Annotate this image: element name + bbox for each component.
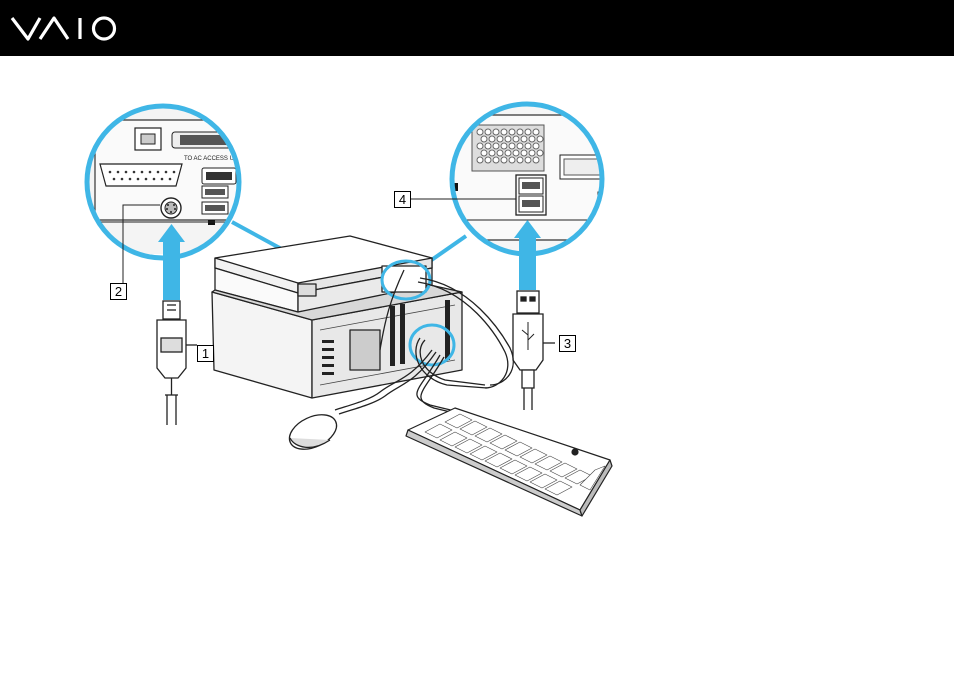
callout-3: 3 [559, 335, 576, 352]
page-header [0, 0, 954, 56]
connection-illustration: TO AC ACCESS UNIT [0, 56, 954, 673]
keyboard [406, 408, 612, 516]
ps2-plug [157, 301, 197, 425]
vaio-logo [10, 12, 122, 44]
mouse [284, 408, 342, 456]
usb-port-zoom [411, 104, 620, 254]
usb-plug [513, 291, 555, 410]
desktop-computer [212, 236, 462, 398]
callout-1: 1 [197, 345, 214, 362]
callout-4: 4 [394, 191, 411, 208]
callout-2: 2 [110, 283, 127, 300]
